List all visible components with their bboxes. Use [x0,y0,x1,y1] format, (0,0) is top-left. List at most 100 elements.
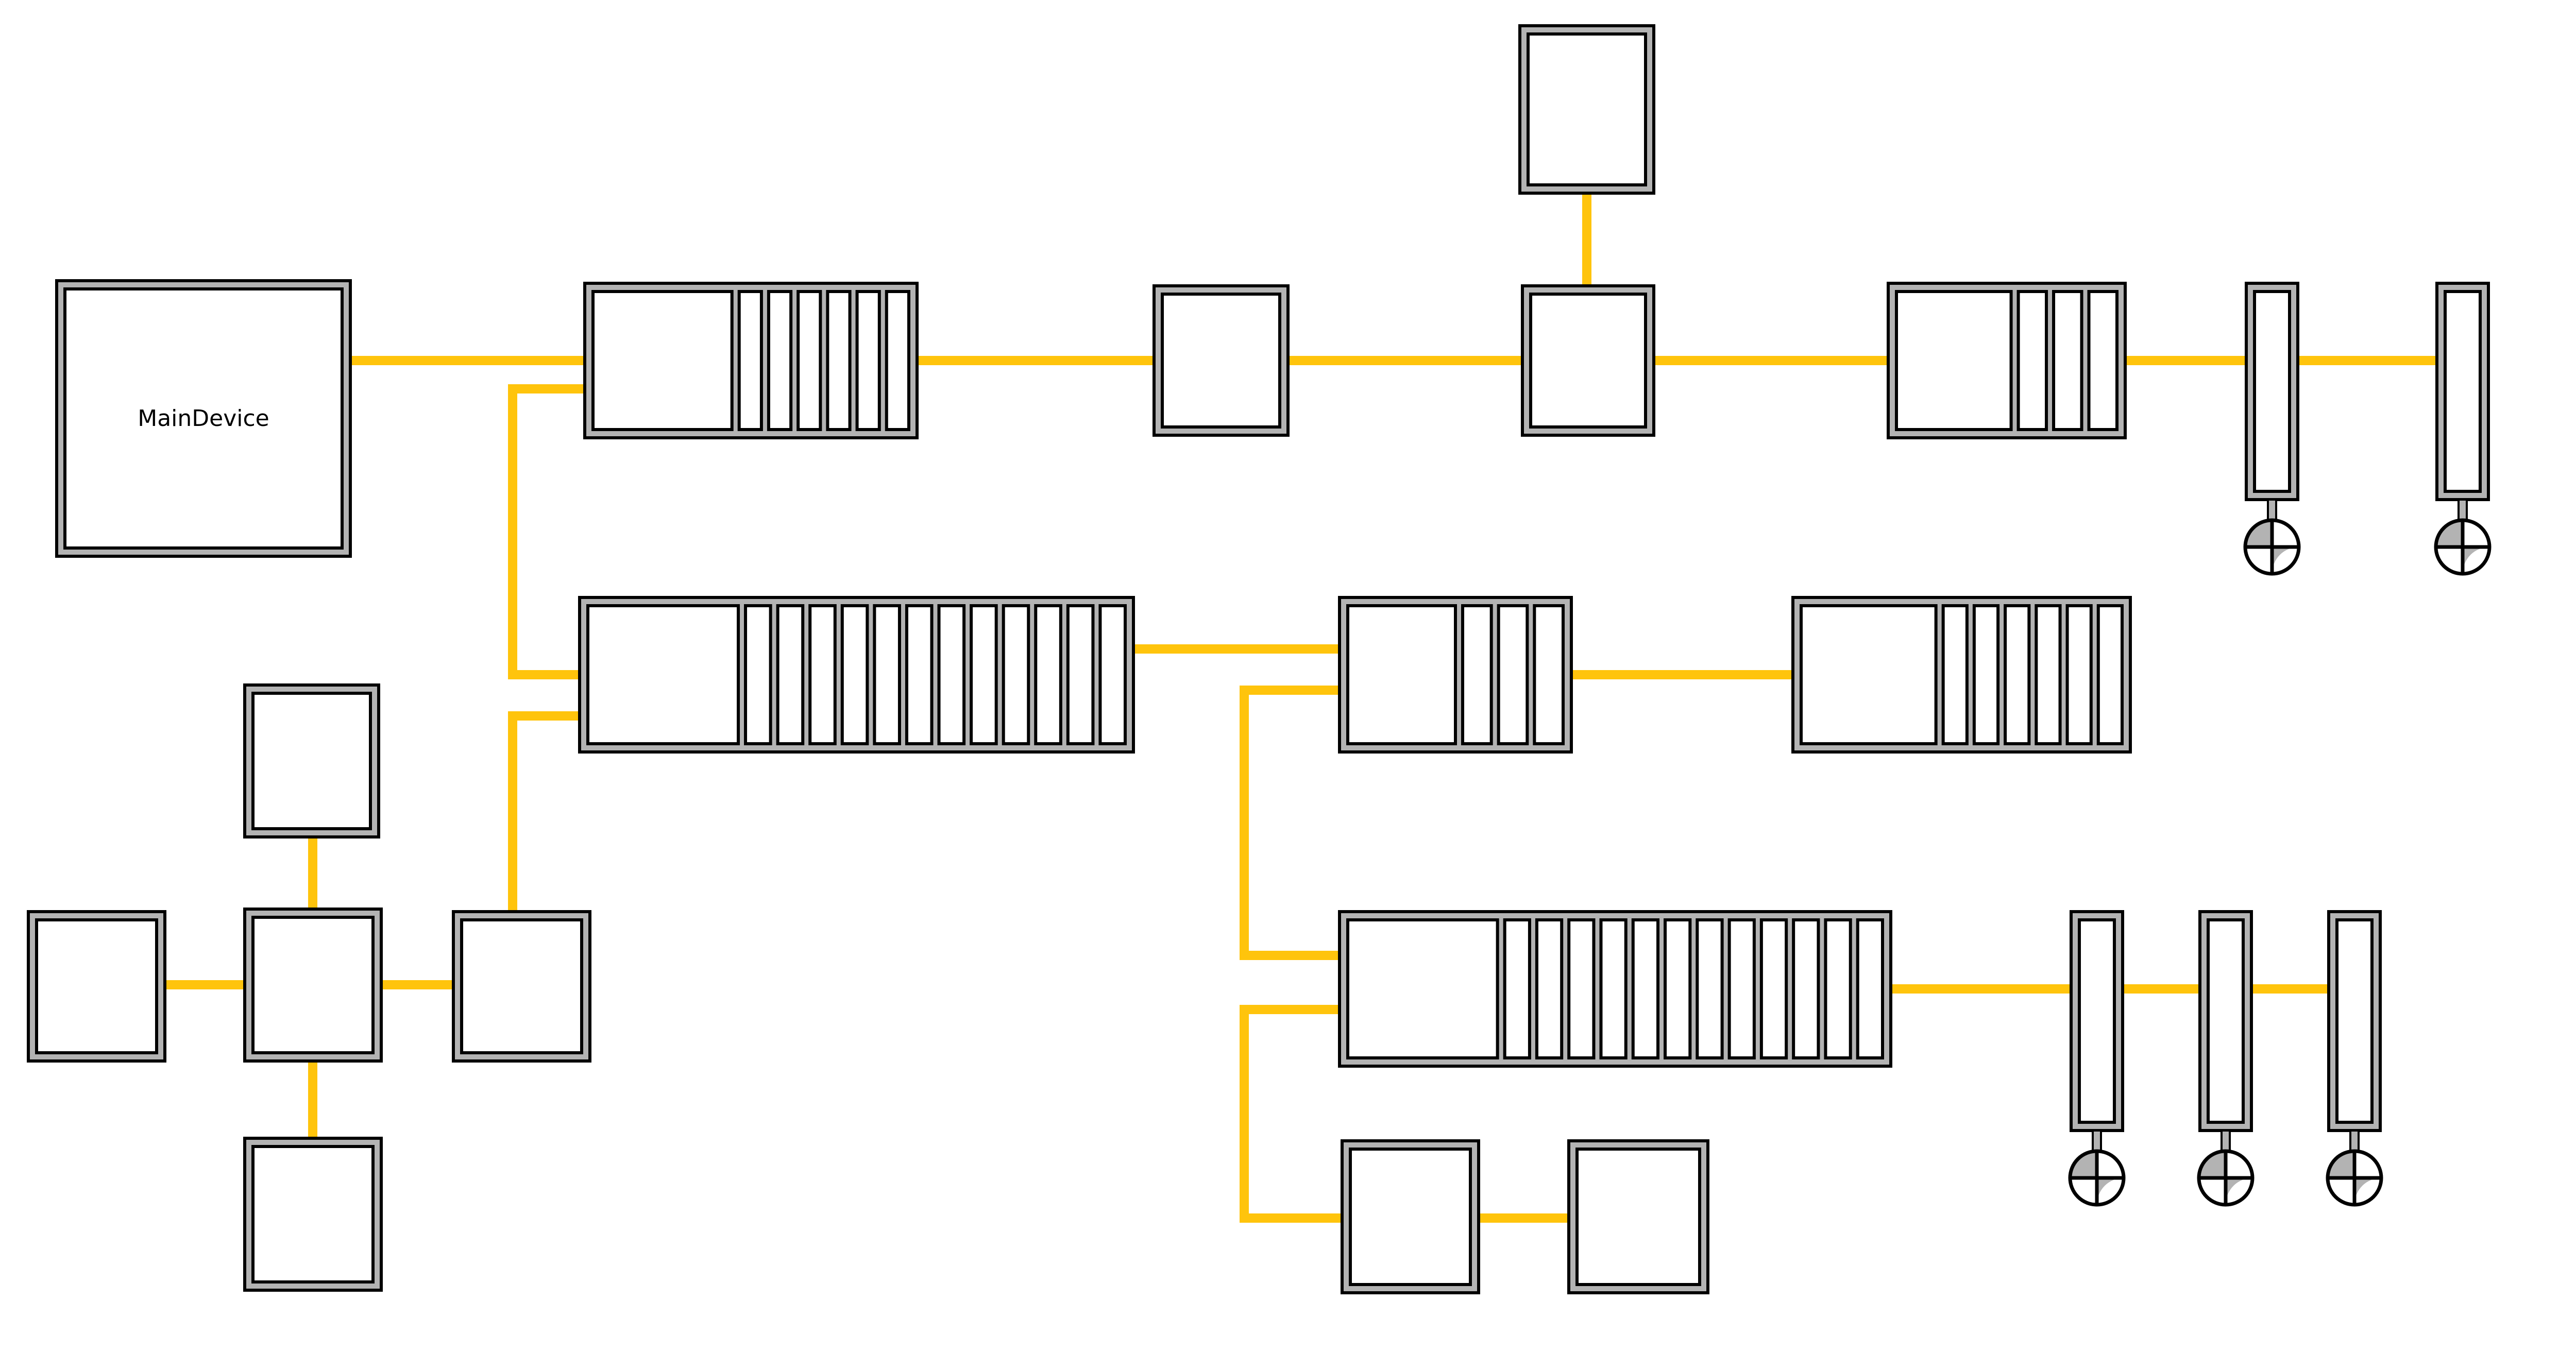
row3-terminal-c-stem [2349,1129,2360,1152]
bottom-node-a[interactable] [1341,1139,1480,1294]
row1-node-a[interactable] [1153,284,1290,437]
row1-switch-6-port-slot-5[interactable] [855,290,881,431]
row1-terminal-a-marker-quadrant-tl [2245,520,2272,547]
row3-terminal-c-inner-core [2335,918,2374,1124]
top-node[interactable] [1518,24,1655,195]
row2-switch-6-port-slot-5[interactable] [2065,604,2093,745]
row3-switch-12-port-slot-8[interactable] [1727,918,1756,1059]
row2-switch-12-port-slot-6[interactable] [905,604,934,745]
row1-switch-3-port-slot-3[interactable] [2087,290,2119,431]
row1-switch-6-port-slot-1[interactable] [737,290,763,431]
row2-switch-6-port-slot-3[interactable] [2004,604,2031,745]
row1-switch-6-port-slot-6[interactable] [885,290,910,431]
row1-switch-3-port-slot-2[interactable] [2052,290,2083,431]
row1-terminal-b-marker-quadrant-tl [2436,520,2463,547]
row3-terminal-c-marker-quadrant-tl [2328,1151,2354,1178]
row1-terminal-b-stem [2458,499,2468,521]
row3-switch-12-port-slot-4[interactable] [1599,918,1628,1059]
cluster-node-bottom[interactable] [243,1137,383,1292]
row1-node-b-inner-core [1529,293,1647,429]
row3-switch-12-port-slot-1[interactable] [1503,918,1531,1059]
row1-switch-6-port-slot-4[interactable] [826,290,852,431]
row2-switch-6-port[interactable] [1791,596,2132,754]
cluster-node-center-inner-core [251,916,375,1054]
row2-switch-6-port-slot-1[interactable] [1941,604,1969,745]
row2-switch-6-port-slot-2[interactable] [1972,604,2000,745]
row2-switch-6-port-slot-6[interactable] [2096,604,2124,745]
row1-terminal-a-marker-quadrant-br [2272,547,2299,574]
row1-switch-3-port-slot-1[interactable] [2016,290,2048,431]
row1-terminal-b[interactable] [2434,282,2492,576]
row1-terminal-a-inner-core [2253,290,2291,493]
row3-terminal-b[interactable] [2197,910,2255,1207]
row2-switch-3-port-slot-2[interactable] [1497,604,1529,745]
row3-terminal-c-marker-quadrant-br [2354,1178,2381,1205]
row2-switch-12-port-slot-9[interactable] [1002,604,1030,745]
row2-switch-12-port-slot-5[interactable] [873,604,901,745]
link-trunk-row2sw3-to-bottom[interactable] [1240,1005,1342,1223]
row2-switch-12-port-head-pane [586,604,740,745]
cluster-node-top-inner-core [251,692,372,830]
row2-switch-6-port-head-pane [1800,604,1938,745]
row2-switch-12-port-slot-3[interactable] [808,604,837,745]
row2-switch-12-port-slot-4[interactable] [840,604,869,745]
row2-switch-3-port[interactable] [1338,596,1573,754]
row3-switch-12-port-slot-2[interactable] [1535,918,1564,1059]
main-device[interactable] [55,279,352,558]
row3-terminal-c[interactable] [2326,910,2383,1207]
row2-switch-12-port-slot-10[interactable] [1034,604,1062,745]
row3-switch-12-port-slot-10[interactable] [1792,918,1820,1059]
row3-switch-12-port-slot-11[interactable] [1824,918,1852,1059]
row1-terminal-b-inner-core [2444,290,2482,493]
row3-switch-12-port-slot-7[interactable] [1696,918,1724,1059]
row2-switch-12-port-slot-11[interactable] [1066,604,1095,745]
row3-terminal-a-stem [2092,1129,2102,1152]
row2-switch-12-port-slot-12[interactable] [1098,604,1127,745]
cluster-node-center[interactable] [243,908,383,1063]
row3-switch-12-port-head-pane [1346,918,1499,1059]
row1-switch-6-port-slot-3[interactable] [796,290,822,431]
row3-terminal-b-marker-quadrant-tl [2199,1151,2226,1178]
row3-switch-12-port[interactable] [1338,910,1892,1068]
row2-switch-3-port-slot-1[interactable] [1461,604,1493,745]
row3-terminal-a[interactable] [2068,910,2126,1207]
row1-terminal-a[interactable] [2243,282,2301,576]
row3-terminal-a-inner-core [2078,918,2116,1124]
row2-switch-12-port-slot-2[interactable] [776,604,805,745]
row1-terminal-b-marker-quadrant-br [2463,547,2489,574]
cluster-node-bottom-inner-core [251,1145,375,1283]
row3-terminal-a-marker-quadrant-br [2097,1178,2124,1205]
links-layer [165,193,2437,1223]
link-trunk-row1-to-row2[interactable] [508,384,585,679]
bottom-node-b[interactable] [1567,1139,1709,1294]
row1-switch-6-port[interactable] [583,282,919,439]
cluster-node-right-inner-core [460,918,583,1054]
row2-switch-3-port-slot-3[interactable] [1533,604,1565,745]
row1-switch-6-port-slot-2[interactable] [767,290,793,431]
row3-switch-12-port-slot-6[interactable] [1664,918,1692,1059]
cluster-node-right[interactable] [452,910,591,1063]
cluster-node-top[interactable] [243,683,380,838]
bottom-node-a-inner-core [1349,1148,1472,1286]
row3-terminal-b-inner-core [2207,918,2245,1124]
cluster-node-left-inner-core [35,918,158,1054]
row2-switch-6-port-slot-4[interactable] [2035,604,2062,745]
row3-switch-12-port-slot-5[interactable] [1631,918,1660,1059]
row1-switch-6-port-head-pane [591,290,734,431]
row3-switch-12-port-slot-9[interactable] [1759,918,1788,1059]
row2-switch-12-port-slot-7[interactable] [937,604,966,745]
nodes-layer [27,24,2492,1294]
row1-switch-3-port[interactable] [1887,282,2127,439]
cluster-node-left[interactable] [27,910,166,1063]
link-trunk-row2sw3-to-row3[interactable] [1240,686,1340,960]
row2-switch-3-port-head-pane [1346,604,1457,745]
row2-switch-12-port-slot-8[interactable] [970,604,998,745]
row3-switch-12-port-slot-3[interactable] [1567,918,1596,1059]
row1-switch-3-port-head-pane [1895,290,2013,431]
row1-node-b[interactable] [1521,284,1655,437]
row2-switch-12-port-slot-1[interactable] [744,604,772,745]
row2-switch-12-port[interactable] [578,596,1135,754]
row3-switch-12-port-slot-12[interactable] [1856,918,1884,1059]
